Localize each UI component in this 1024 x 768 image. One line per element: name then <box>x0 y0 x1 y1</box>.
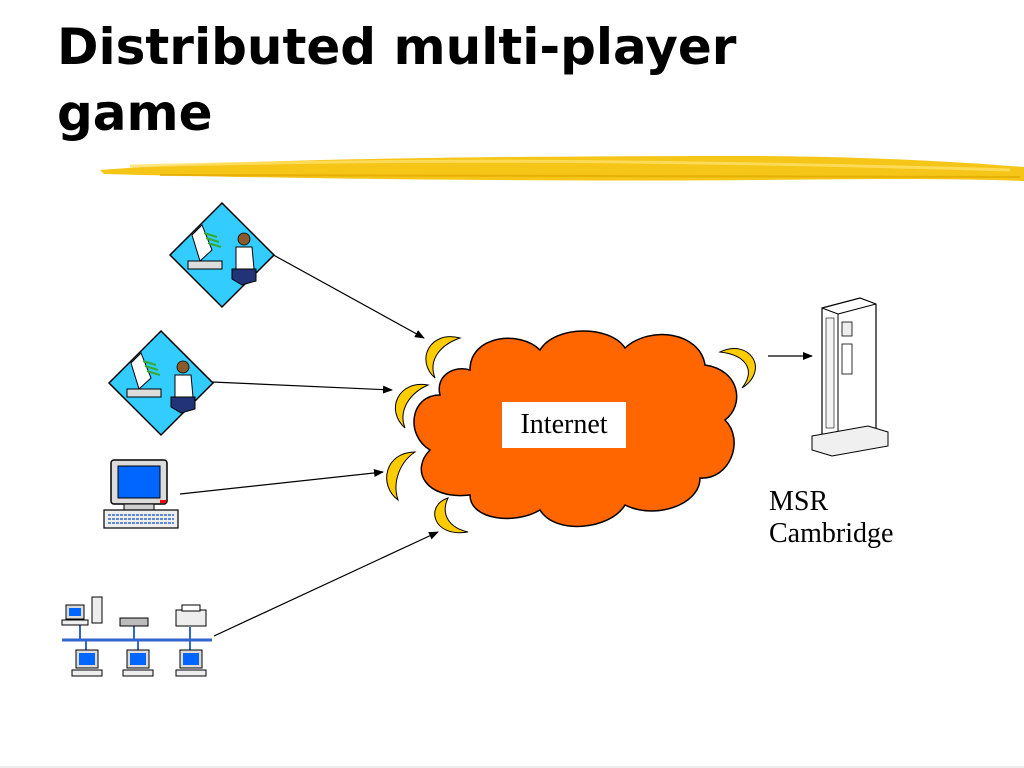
slide-title: Distributed multi-player game <box>57 14 957 146</box>
server-icon <box>811 297 889 457</box>
server-label-line-2: Cambridge <box>769 518 894 549</box>
desktop-computer-icon <box>103 459 179 529</box>
connector-left-1 <box>425 336 462 379</box>
slide-footer-divider <box>0 766 1024 768</box>
arrow-desktop-to-internet <box>179 468 384 495</box>
slide-title-line-2: game <box>57 84 213 142</box>
connector-right <box>718 348 756 389</box>
connector-left-3 <box>386 451 417 502</box>
connector-left-2 <box>394 384 430 429</box>
server-label: MSR Cambridge <box>769 486 893 550</box>
internet-label: Internet <box>502 402 626 448</box>
slide-title-line-1: Distributed multi-player <box>57 18 737 76</box>
arrow-player1-to-internet <box>267 251 425 339</box>
server-label-line-1: MSR <box>769 486 829 517</box>
arrow-player2-to-internet <box>211 381 393 394</box>
connector-left-4 <box>434 497 469 534</box>
player-icon <box>107 329 215 437</box>
player-icon <box>168 201 276 309</box>
title-underline-highlight <box>100 156 1024 181</box>
lan-network-icon <box>61 596 212 677</box>
arrow-lan-to-internet <box>213 531 439 637</box>
